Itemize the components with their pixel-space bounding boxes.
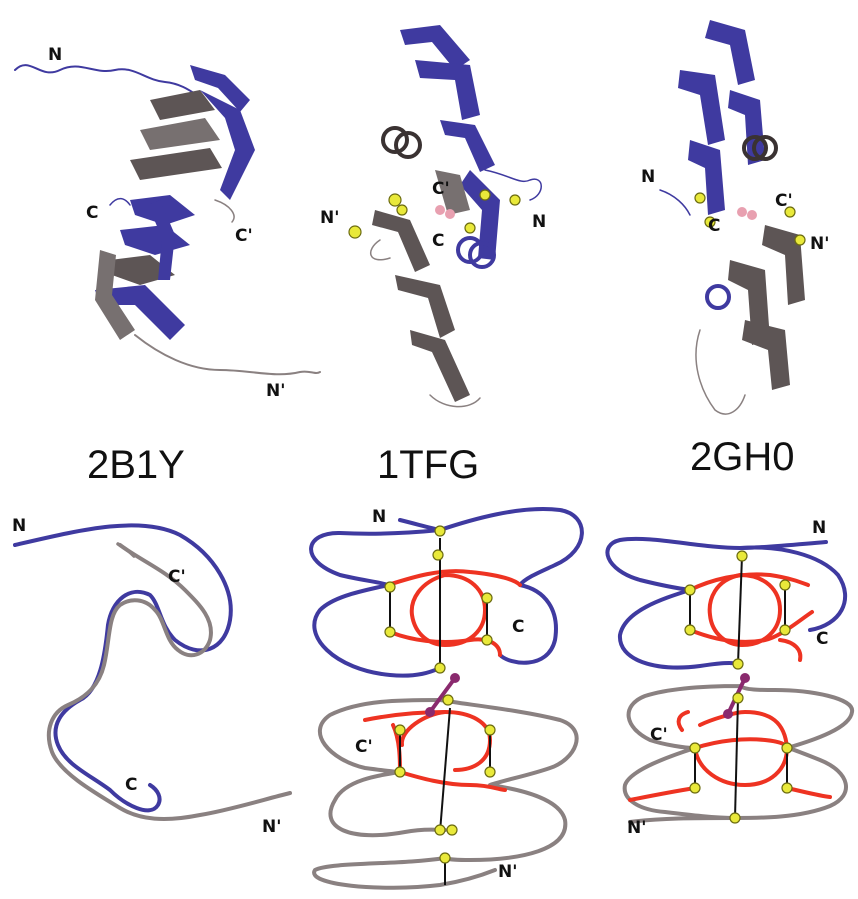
ribbon-label: N [532, 212, 546, 232]
ribbon-label: C' [235, 226, 253, 246]
ribbon-label: C [708, 216, 720, 236]
ribbon-label: C' [432, 179, 450, 199]
schematic-label: N' [498, 862, 517, 882]
pdb-id-title: 2B1Y [87, 443, 185, 487]
schematic-label: C' [168, 567, 186, 587]
schematic-label: C [512, 617, 524, 637]
schematic-label: N [372, 507, 386, 527]
ribbon-label: N' [810, 234, 829, 254]
schematic-2gh0 [607, 539, 852, 823]
ribbon-label: N [48, 45, 62, 65]
ribbon-label: C [432, 231, 444, 251]
schematic-label: N [12, 516, 26, 536]
ribbon-label: N' [266, 381, 285, 401]
schematic-label: N' [262, 817, 281, 837]
panel-1tfg-ribbon [349, 25, 541, 407]
pdb-id-title: 1TFG [377, 443, 479, 487]
ribbon-label: N' [320, 208, 339, 228]
schematic-label: N' [627, 818, 646, 838]
schematic-label: C' [650, 725, 668, 745]
schematic-label: N [812, 518, 826, 538]
panel-2gh0-ribbon [660, 20, 805, 414]
panel-2b1y-ribbon [15, 65, 320, 374]
schematic-2b1y [15, 525, 290, 819]
schematic-label: C [816, 629, 828, 649]
ribbon-label: C [86, 203, 98, 223]
pdb-id-title: 2GH0 [690, 435, 795, 479]
ribbon-label: N [641, 167, 655, 187]
schematic-1tfg [311, 509, 582, 888]
schematic-label: C [125, 775, 137, 795]
ribbon-label: C' [775, 191, 793, 211]
schematic-label: C' [355, 737, 373, 757]
